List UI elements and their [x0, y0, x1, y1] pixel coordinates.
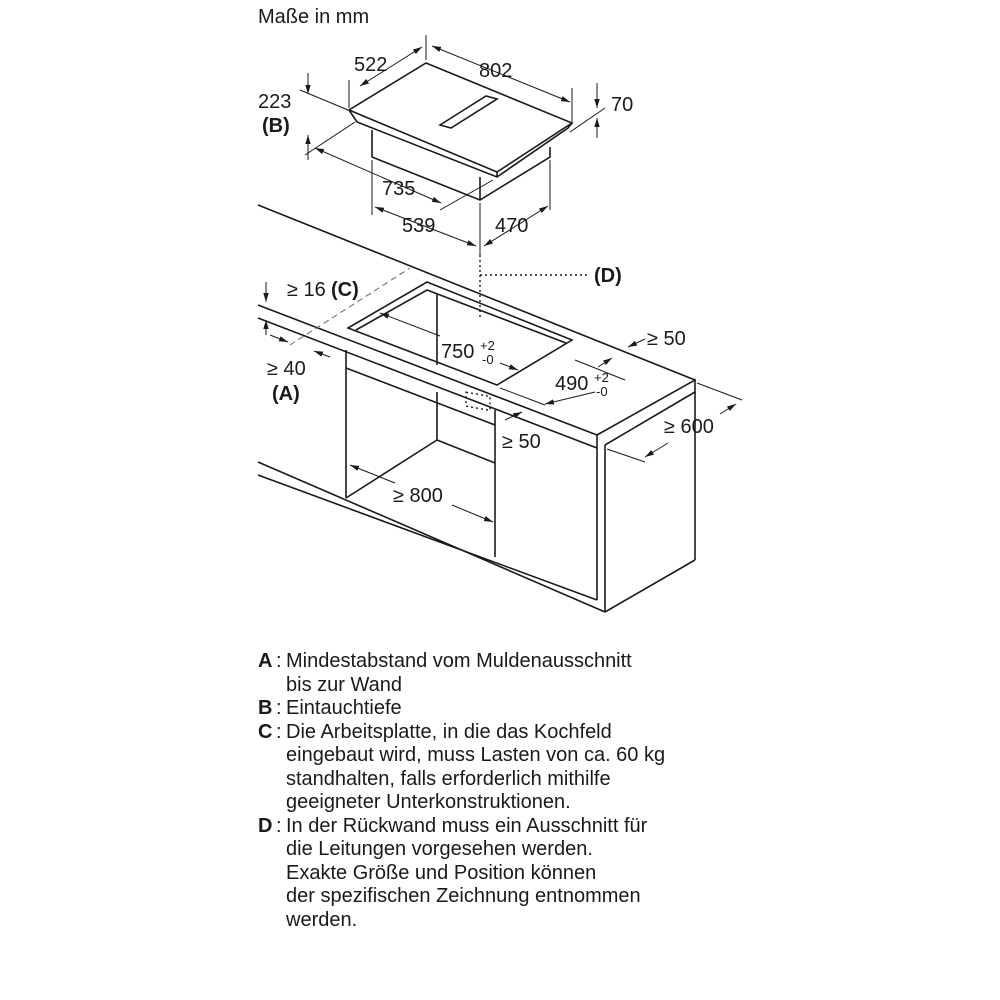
note-text: Eintauchtiefe: [286, 697, 402, 721]
tol-750-minus: -0: [482, 352, 494, 367]
tol-490-plus: +2: [594, 370, 609, 385]
dim-223: 223: [258, 91, 291, 113]
cabinet-dimensions: [263, 282, 743, 523]
note-key: D: [258, 814, 273, 837]
note-line: In der Rückwand muss ein Ausschnitt für: [286, 814, 648, 837]
note-line: der spezifischen Zeichnung entnommen: [286, 885, 641, 907]
note-colon: :: [276, 697, 282, 719]
dim-735: 735: [382, 178, 415, 200]
tol-750-plus: +2: [480, 338, 495, 353]
dim-16: ≥ 16: [287, 279, 326, 301]
note-key: C: [258, 720, 273, 743]
note-b: B:Eintauchtiefe: [258, 697, 665, 721]
note-line: eingebaut wird, muss Lasten von ca. 60 k…: [286, 744, 666, 766]
note-d: D:In der Rückwand muss ein Ausschnitt fü…: [258, 815, 665, 933]
note-key: A: [258, 650, 273, 672]
key-a: (A): [272, 383, 300, 405]
dim-490: 490: [555, 373, 588, 395]
note-line: werden.: [286, 908, 358, 931]
note-line: Die Arbeitsplatte, in die das Kochfeld: [286, 720, 612, 743]
note-key: B: [258, 697, 273, 719]
dim-back-50: ≥ 50: [647, 328, 686, 350]
tol-490-minus: -0: [596, 384, 608, 399]
drawing: 522 802 70 223 (B) 735 539 470: [257, 35, 743, 613]
dim-470: 470: [495, 215, 528, 237]
dim-600: ≥ 600: [664, 416, 714, 438]
dim-750: 750: [441, 341, 474, 363]
wall-opening: [465, 391, 491, 412]
dim-802: 802: [479, 60, 512, 82]
vent-slot: [438, 95, 499, 129]
note-line: geeigneter Unterkonstruktionen.: [286, 791, 571, 813]
note-colon: :: [276, 650, 282, 672]
dim-522: 522: [354, 54, 387, 76]
note-c: C:Die Arbeitsplatte, in die das Kochfeld…: [258, 721, 665, 815]
dim-70: 70: [611, 94, 633, 116]
dim-539: 539: [402, 215, 435, 237]
note-line: die Leitungen vorgesehen werden.: [286, 838, 593, 860]
units-title: Maße in mm: [258, 6, 370, 28]
dim-40: ≥ 40: [267, 358, 306, 380]
hob-dimensions: [299, 35, 606, 255]
dim-800: ≥ 800: [393, 485, 443, 507]
note-colon: :: [276, 814, 282, 837]
note-line: Exakte Größe und Position können: [286, 861, 597, 884]
key-c: (C): [331, 279, 359, 301]
countertop-cabinet: [257, 204, 696, 613]
key-b: (B): [262, 115, 290, 137]
key-d: (D): [594, 265, 622, 287]
note-line: bis zur Wand: [286, 673, 402, 696]
dim-front-50: ≥ 50: [502, 431, 541, 453]
note-line: Mindestabstand vom Muldenausschnitt: [286, 650, 632, 672]
note-colon: :: [276, 720, 282, 743]
note-line: standhalten, falls erforderlich mithilfe: [286, 767, 611, 790]
note-line: Eintauchtiefe: [286, 697, 402, 719]
